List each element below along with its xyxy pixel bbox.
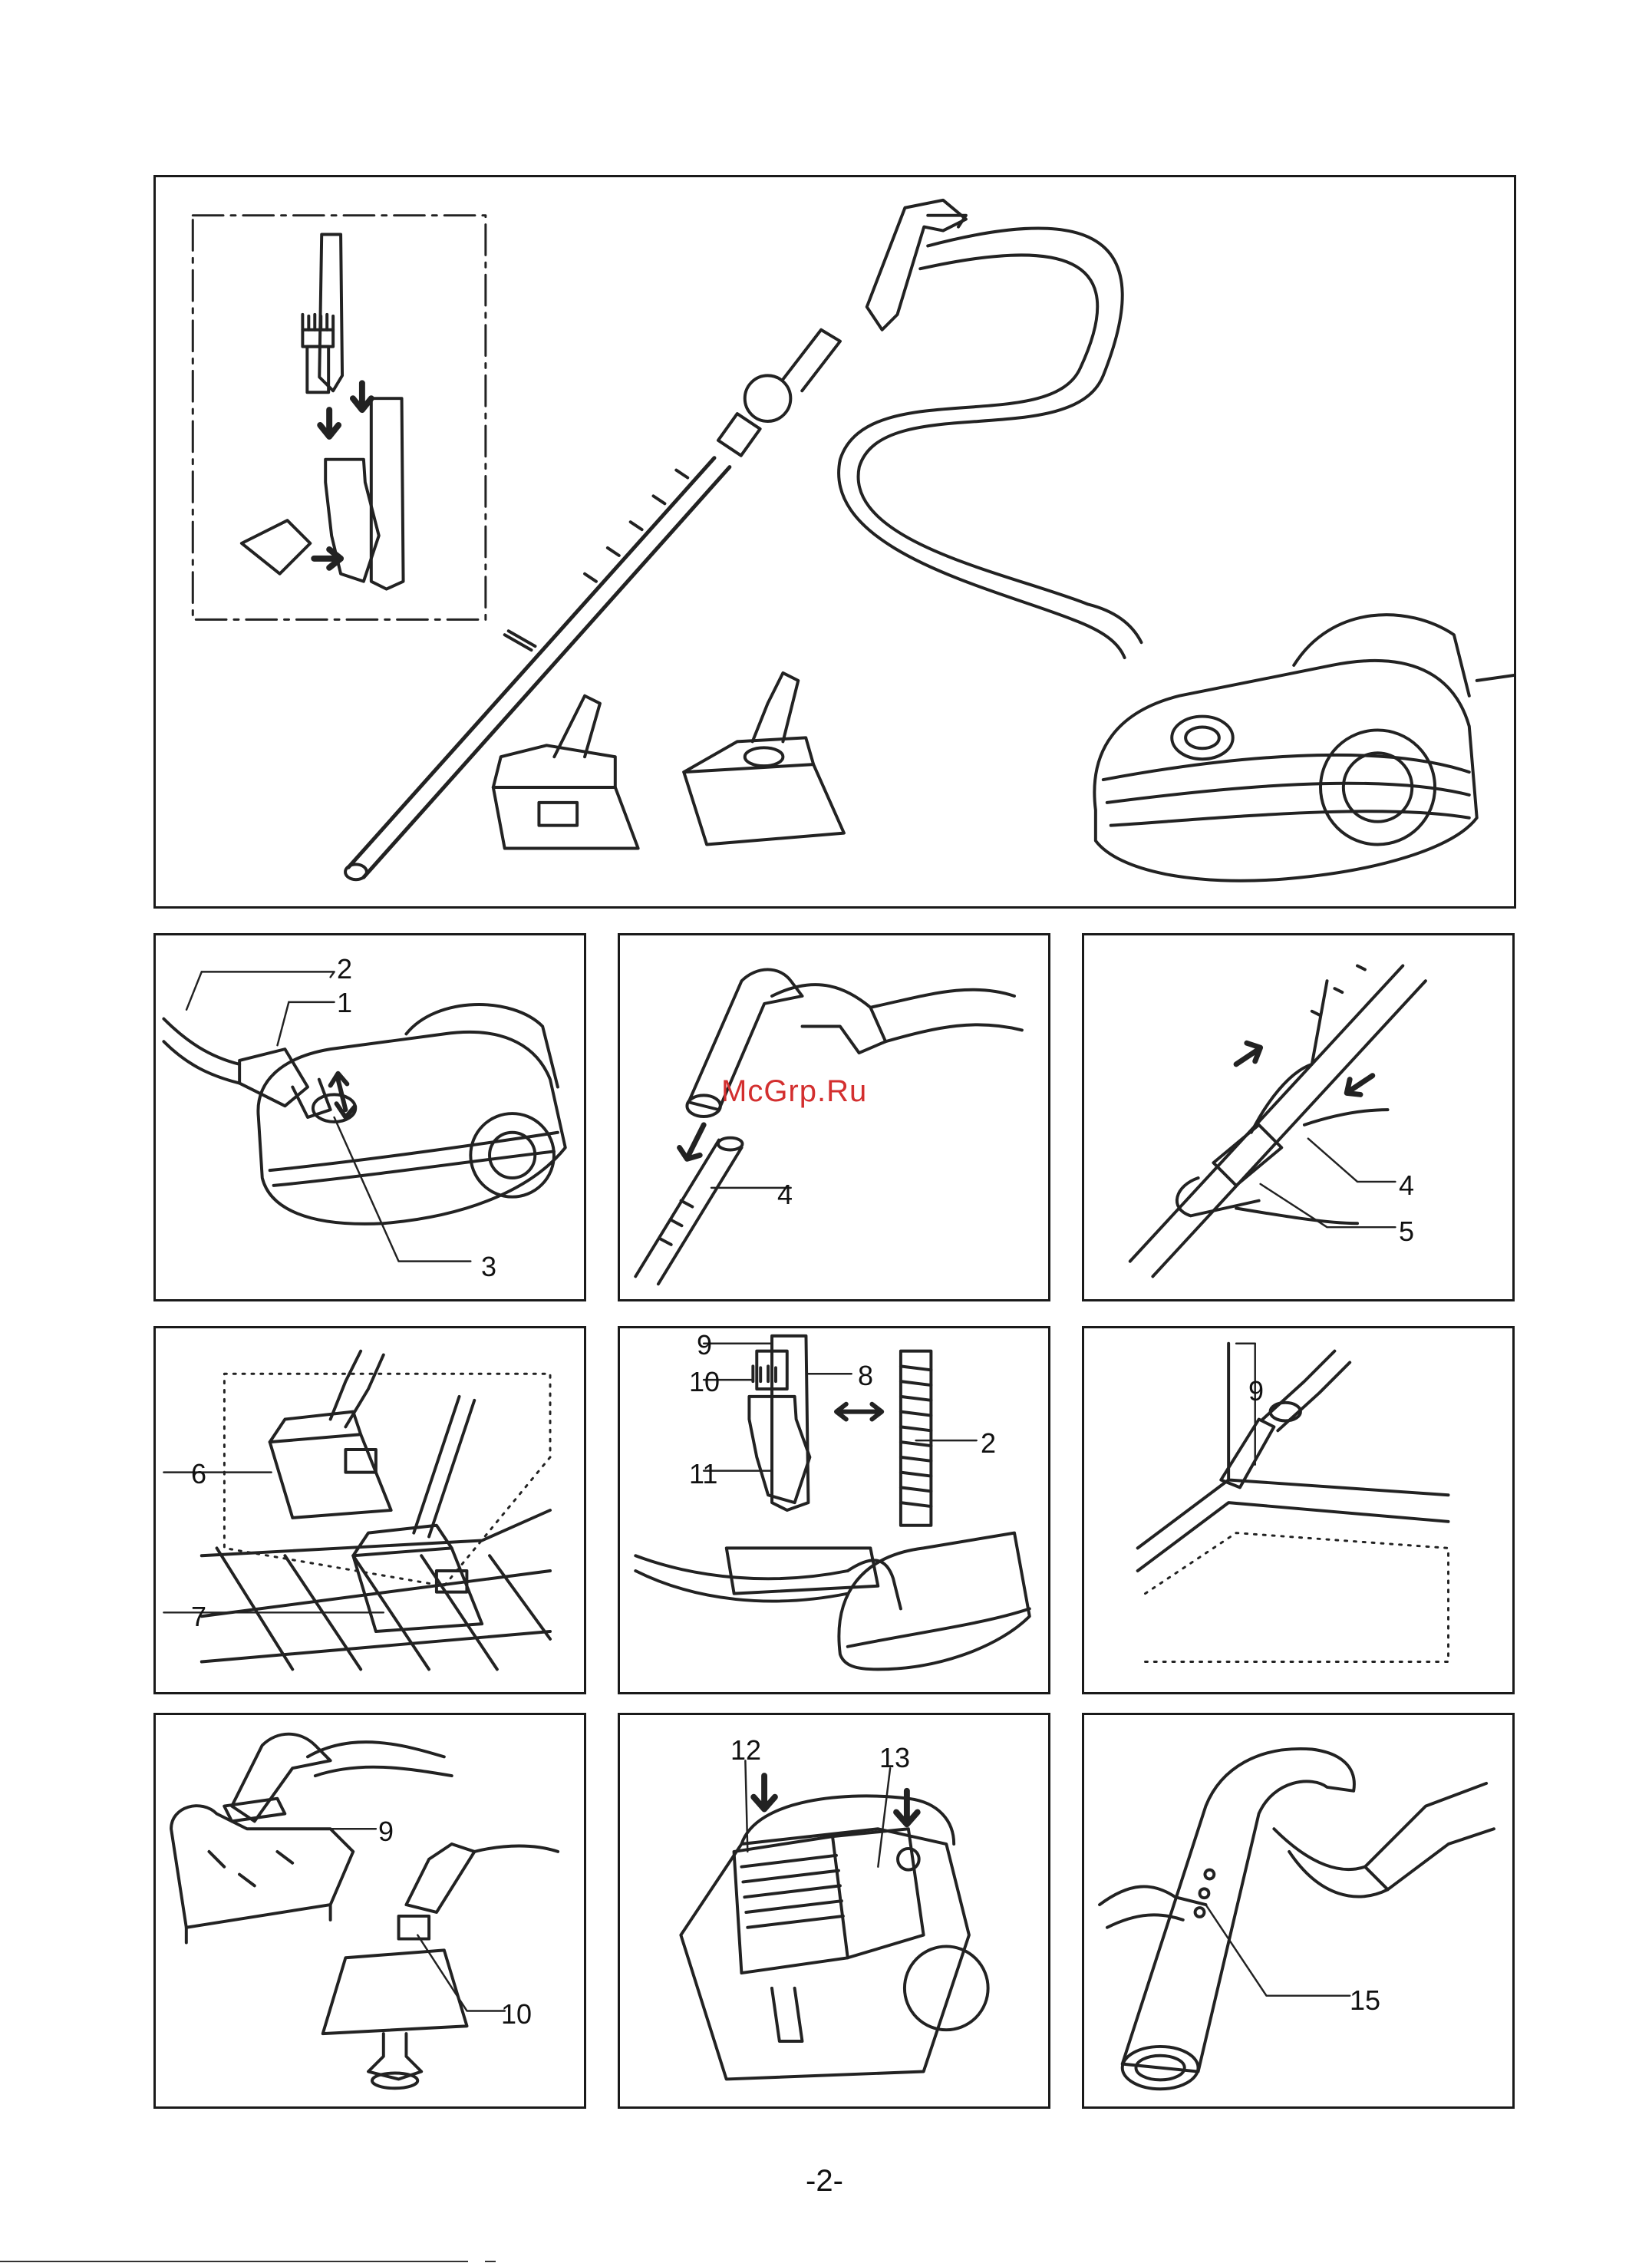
accessory-holder-illustration <box>620 1328 1048 1692</box>
nozzles-floor-illustration <box>156 1328 584 1692</box>
panel-nozzles: 6 7 <box>153 1326 586 1694</box>
watermark: McGrp.Ru <box>721 1074 867 1109</box>
callout-label: 8 <box>858 1362 873 1390</box>
callout-label: 15 <box>1350 1987 1380 2014</box>
panel-handle-tube: 4 <box>618 933 1050 1301</box>
callout-label: 9 <box>697 1331 712 1359</box>
footer-line <box>485 2261 496 2262</box>
page-number: -2- <box>806 2164 843 2199</box>
panel-upholstery: 9 10 <box>153 1713 586 2109</box>
callout-label: 9 <box>378 1818 394 1846</box>
callout-label: 12 <box>730 1737 761 1764</box>
bag-compartment-illustration <box>620 1715 1048 2106</box>
callout-label: 9 <box>1248 1377 1264 1405</box>
telescopic-tube-illustration <box>1084 935 1512 1299</box>
callout-label: 10 <box>689 1368 720 1396</box>
vacuum-overview-illustration <box>156 177 1514 906</box>
hose-connect-illustration <box>156 935 584 1299</box>
panel-telescopic-tube: 4 5 <box>1082 933 1515 1301</box>
callout-label: 4 <box>1399 1172 1414 1199</box>
panel-handle-control: 15 <box>1082 1713 1515 2109</box>
callout-label: 7 <box>191 1603 206 1631</box>
handle-control-illustration <box>1084 1715 1512 2106</box>
panel-hose-connect: 2 1 3 <box>153 933 586 1301</box>
callout-label: 4 <box>777 1181 793 1209</box>
callout-label: 5 <box>1399 1218 1414 1245</box>
callout-label: 2 <box>337 955 352 983</box>
footer-line <box>0 2261 468 2262</box>
callout-label: 1 <box>337 989 352 1017</box>
callout-label: 6 <box>191 1460 206 1488</box>
crevice-tool-illustration <box>1084 1328 1512 1692</box>
callout-label: 11 <box>689 1460 717 1488</box>
callout-label: 13 <box>879 1744 910 1772</box>
overview-panel <box>153 175 1516 909</box>
panel-accessory-holder: 9 10 8 11 2 <box>618 1326 1050 1694</box>
callout-label: 2 <box>981 1430 996 1457</box>
upholstery-illustration <box>156 1715 584 2106</box>
callout-label: 10 <box>501 2001 532 2028</box>
panel-crevice-tool: 9 <box>1082 1326 1515 1694</box>
panel-bag-compartment: 12 13 <box>618 1713 1050 2109</box>
handle-tube-illustration <box>620 935 1048 1299</box>
callout-label: 3 <box>481 1253 496 1281</box>
